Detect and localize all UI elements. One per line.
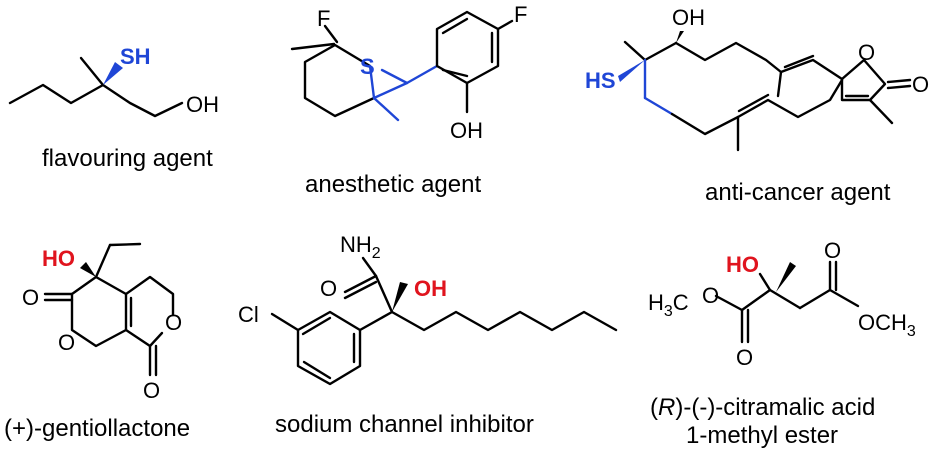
thiol-label: SH	[120, 44, 151, 69]
molecule-citramalic-acid-ester: HO O OCH3 O O H3C (R)-(-)-citramalic aci…	[648, 238, 916, 449]
amide-oxygen-label: O	[320, 276, 337, 301]
hydroxyl-label: OH	[672, 5, 705, 30]
caption-flavouring-agent: flavouring agent	[42, 145, 213, 172]
caption-gentiollactone: (+)-gentiollactone	[4, 415, 190, 442]
caption-anesthetic-agent: anesthetic agent	[305, 171, 481, 198]
caption-citramalic-ester-line2: 1-methyl ester	[686, 422, 838, 449]
carbonyl-oxygen-label-2: O	[143, 378, 160, 403]
molecule-gentiollactone: HO O O O O (+)-gentiollactone	[4, 242, 190, 442]
molecule-sodium-channel-inhibitor: NH2 O OH Cl sodium channel inhibitor	[238, 232, 618, 438]
hydroxyl-label: HO	[42, 246, 75, 271]
molecule-flavouring-agent: SH OH flavouring agent	[8, 44, 219, 172]
ring-oxygen-label-2: O	[165, 310, 182, 335]
methyl-h3c-label: H3C	[648, 290, 689, 320]
amide-nh2-label: NH2	[340, 232, 381, 262]
caption-citramalic-acid: (R)-(-)-citramalic acid	[650, 394, 875, 421]
carbonyl-oxygen-label-2: O	[736, 345, 753, 370]
hydroxyl-label: OH	[414, 276, 447, 301]
caption-sodium-channel-inhibitor: sodium channel inhibitor	[275, 411, 534, 438]
carbonyl-oxygen-label: O	[912, 72, 929, 97]
fluorine-label-2: F	[514, 2, 527, 27]
thiol-label: HS	[585, 68, 616, 93]
carbonyl-oxygen-label-1: O	[824, 238, 841, 263]
ester-oxygen-label: O	[702, 283, 719, 308]
molecule-anti-cancer-agent: OH HS O O anti-cancer agent	[585, 5, 929, 206]
molecule-anesthetic-agent: F S F OH anesthetic agent	[290, 2, 527, 198]
ring-oxygen-label: O	[858, 40, 875, 65]
hydroxyl-label: HO	[726, 252, 759, 277]
carbonyl-oxygen-label-1: O	[22, 285, 39, 310]
methoxy-label: OCH3	[858, 310, 916, 340]
sulfur-label: S	[360, 54, 375, 79]
fluorine-label-1: F	[317, 6, 330, 31]
chlorine-label: Cl	[238, 302, 259, 327]
hydroxyl-label: OH	[450, 118, 483, 143]
ring-oxygen-label-1: O	[58, 330, 75, 355]
hydroxyl-label: OH	[186, 92, 219, 117]
caption-anti-cancer-agent: anti-cancer agent	[705, 179, 891, 206]
